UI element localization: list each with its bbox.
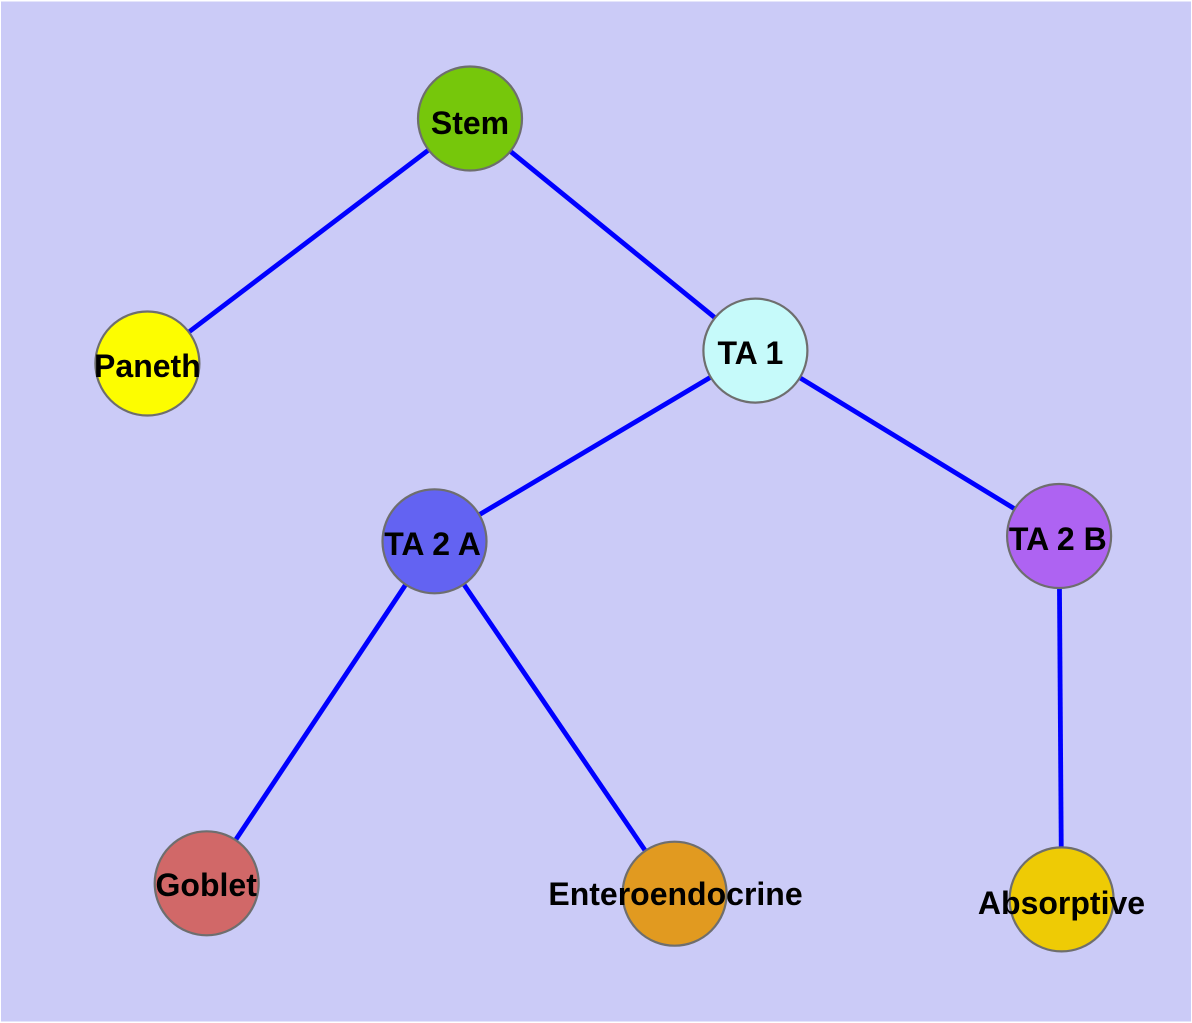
svg-text:Paneth: Paneth [94, 348, 201, 384]
svg-text:TA 2 A: TA 2 A [384, 526, 481, 562]
svg-text:TA 2 B: TA 2 B [1009, 521, 1107, 557]
svg-text:Enteroendocrine: Enteroendocrine [548, 876, 802, 912]
svg-text:Absorptive: Absorptive [978, 885, 1145, 921]
svg-text:Stem: Stem [431, 105, 509, 141]
svg-text:Goblet: Goblet [156, 867, 258, 903]
svg-text:TA 1: TA 1 [718, 335, 784, 371]
